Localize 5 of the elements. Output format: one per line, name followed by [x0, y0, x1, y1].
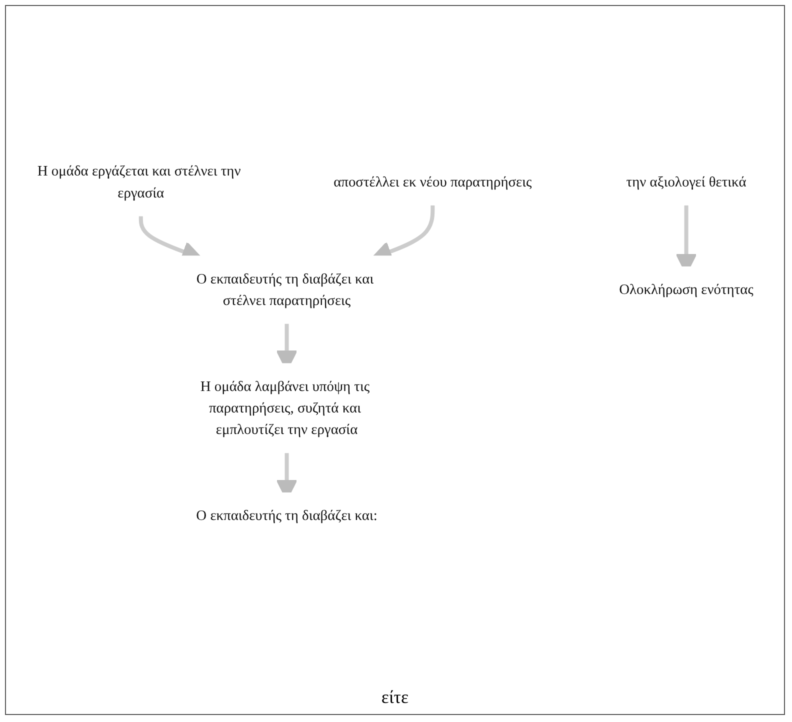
- node-text: Η ομάδα λαμβάνει υπόψη τις παρατηρήσεις, συζητά και εμπλουτίζει την εργασία: [200, 378, 370, 438]
- note-text: είτε: [381, 687, 409, 707]
- node-text: Η ομάδα εργάζεται και στέλνει την εργασία: [37, 162, 241, 201]
- node-text: την αξιολογεί θετικά: [626, 174, 746, 190]
- node-text: αποστέλλει εκ νέου παρατηρήσεις: [334, 174, 532, 190]
